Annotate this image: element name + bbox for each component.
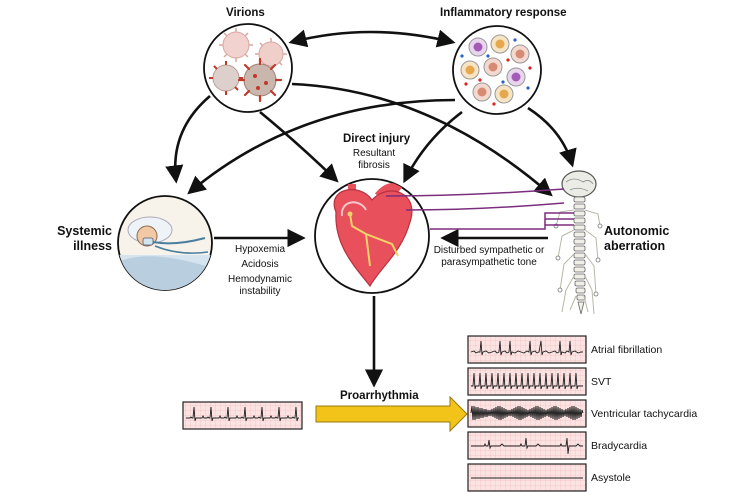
- inflammatory-cells-illustration: [452, 25, 542, 115]
- arrow-virions-inflammation: [288, 29, 456, 48]
- ecg-strip-asystole: [467, 463, 587, 492]
- effect-acidosis: Acidosis: [241, 259, 279, 270]
- label-disturbed-tone: Disturbed sympathetic or parasympathetic…: [433, 245, 545, 268]
- virus-particle: [219, 28, 253, 62]
- heart-illustration: [314, 178, 430, 294]
- autonomic-line-2: aberration: [604, 239, 666, 253]
- proarrhythmia-arrow: [315, 395, 468, 433]
- autonomic-line-1: Autonomic: [604, 224, 670, 238]
- label-proarrhythmia: Proarrhythmia: [340, 390, 419, 402]
- arrow-inflammation-systemic: [187, 98, 456, 195]
- arrow-inflammation-autonomic: [527, 106, 577, 168]
- ecg-strip-bradycardia: [467, 431, 587, 460]
- arrow-virions-autonomic: [291, 82, 553, 197]
- effect-hypoxemia: Hypoxemia: [234, 244, 286, 255]
- spinal-column: [573, 196, 586, 315]
- arrow-virions-heart: [259, 110, 339, 183]
- arrow-inflammation-heart: [403, 110, 463, 184]
- systemic-line-2: illness: [73, 239, 112, 253]
- virus-particle: [209, 61, 243, 95]
- spinal-nerves: [555, 209, 601, 315]
- label-virions: Virions: [226, 7, 265, 19]
- ventilated-patient-illustration: [117, 195, 213, 291]
- baseline-ecg-strip: [182, 401, 303, 430]
- effect-hemodynamic-instability: Hemodynamic instability: [228, 274, 292, 297]
- rhythm-strips: [467, 335, 587, 492]
- ecg-strip-atrial-fibrillation: [467, 335, 587, 364]
- ecg-strip-svt: [467, 367, 587, 396]
- systemic-line-1: Systemic: [57, 224, 112, 238]
- label-svt: SVT: [591, 376, 612, 388]
- virions-illustration: [203, 23, 293, 113]
- label-ventricular-tachycardia: Ventricular tachycardia: [591, 408, 698, 420]
- sympathetic-fibers: [385, 188, 574, 230]
- label-resultant-fibrosis: Resultant fibrosis: [352, 148, 396, 171]
- ecg-trace: [186, 406, 299, 422]
- virus-particle: [255, 38, 287, 70]
- label-autonomic-aberration: Autonomic aberration: [604, 224, 684, 254]
- autonomic-nervous-system-illustration: [385, 170, 603, 315]
- label-systemic-illness: Systemic illness: [50, 224, 112, 254]
- label-bradycardia: Bradycardia: [591, 440, 648, 452]
- arrow-virions-systemic: [165, 95, 211, 184]
- label-atrial-fibrillation: Atrial fibrillation: [591, 344, 663, 356]
- systemic-effects-list: Hypoxemia Acidosis Hemodynamic instabili…: [222, 244, 298, 298]
- ecg-strip-ventricular-tachycardia: [467, 399, 587, 428]
- virus-particle: [237, 57, 283, 103]
- connection-arrows: [165, 29, 577, 388]
- label-asystole: Asystole: [591, 472, 631, 484]
- label-direct-injury: Direct injury: [343, 133, 411, 145]
- label-inflammatory-response: Inflammatory response: [440, 7, 567, 19]
